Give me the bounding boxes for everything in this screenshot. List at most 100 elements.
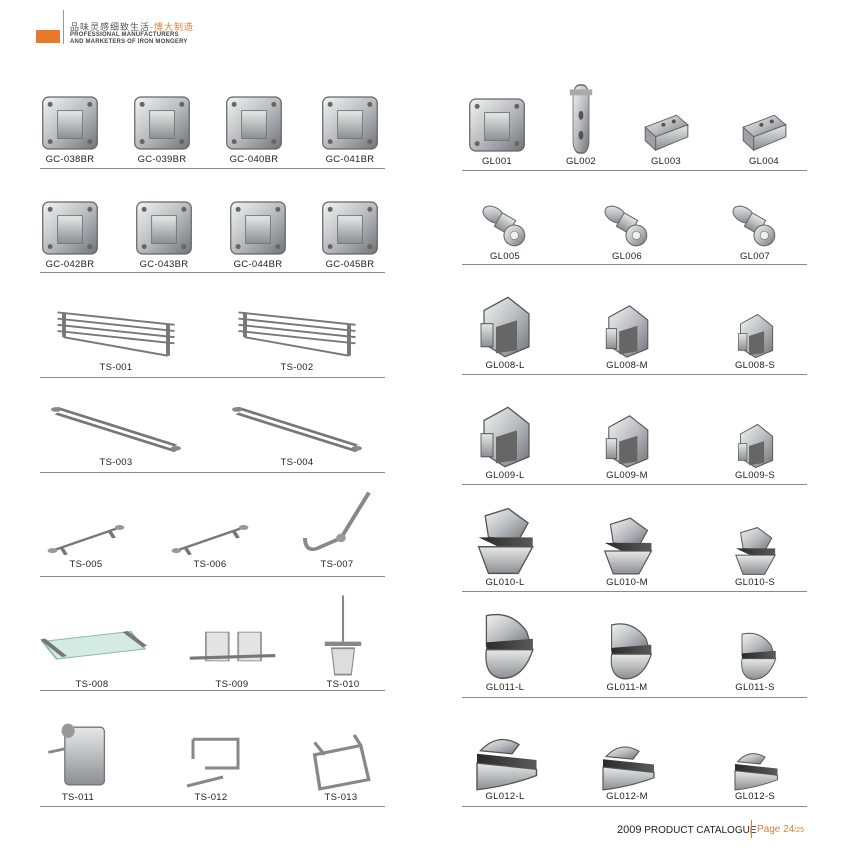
right-product-image — [734, 422, 777, 470]
right-product-code: GL008-L — [485, 360, 525, 371]
left-product-image — [51, 399, 181, 457]
left-product-image — [39, 197, 101, 259]
left-product-image — [297, 489, 377, 559]
left-product-image — [46, 517, 126, 559]
right-product-image — [599, 515, 656, 577]
left-product-image — [45, 720, 111, 792]
right-product-image — [729, 199, 781, 251]
right-product-code: GL004 — [748, 156, 780, 167]
footer-catalogue: 2009 PRODUCT CATALOGUE — [617, 824, 757, 836]
left-product-code: TS-012 — [194, 792, 228, 803]
right-product-image — [640, 108, 692, 156]
rule — [40, 690, 385, 691]
right-product-code: GL006 — [611, 251, 643, 262]
rule — [462, 697, 807, 698]
footer-page-total: /25 — [794, 827, 804, 834]
left-product-code: TS-009 — [215, 679, 249, 690]
right-product-image — [601, 620, 654, 682]
right-product-image — [734, 312, 777, 360]
left-product-image — [39, 92, 101, 154]
header-slogan-main: 品味灵感细致生活 — [70, 22, 151, 32]
left-product-code: GC-040BR — [229, 154, 279, 165]
right-product-image — [733, 630, 778, 682]
left-product-image — [181, 732, 241, 792]
left-product-code: TS-003 — [99, 457, 133, 468]
right-product-code: GL009-M — [606, 470, 648, 481]
right-product-code: GL010-L — [485, 577, 525, 588]
right-product-code: GL010-M — [606, 577, 648, 588]
rule — [40, 576, 385, 577]
right-product-code: GL007 — [739, 251, 771, 262]
right-product-code: GL003 — [650, 156, 682, 167]
left-product-image — [133, 197, 195, 259]
rule — [40, 806, 385, 807]
footer-year: 2009 — [617, 824, 642, 836]
left-product-code: TS-005 — [69, 559, 103, 570]
header-divider — [63, 10, 64, 44]
right-product-code: GL008-S — [734, 360, 776, 371]
header-tagline-2: AND MARKETERS OF IRON MONGERY — [70, 39, 188, 45]
right-product-code: GL009-L — [485, 470, 525, 481]
left-product-code: TS-013 — [324, 792, 358, 803]
rule — [462, 374, 807, 375]
left-product-code: TS-010 — [326, 679, 360, 690]
brand-tag — [36, 30, 60, 43]
right-product-code: GL011-L — [485, 682, 525, 693]
rule — [40, 472, 385, 473]
footer-page: Page 24/25 — [757, 824, 804, 835]
right-product-image — [561, 82, 601, 156]
left-product-code: TS-004 — [280, 457, 314, 468]
rule — [462, 806, 807, 807]
left-product-image — [317, 591, 369, 679]
left-product-code: TS-008 — [75, 679, 109, 690]
right-product-image — [738, 108, 790, 156]
right-product-image — [470, 729, 540, 791]
left-product-image — [319, 197, 381, 259]
right-product-image — [472, 505, 538, 577]
left-product-image — [232, 399, 362, 457]
left-product-image — [223, 92, 285, 154]
left-product-code: GC-038BR — [45, 154, 95, 165]
rule — [462, 484, 807, 485]
right-product-code: GL005 — [489, 251, 521, 262]
right-product-image — [475, 404, 535, 470]
rule — [40, 377, 385, 378]
left-product-image — [170, 517, 250, 559]
header-slogan: 品味灵感细致生活-博大制造 — [70, 20, 194, 33]
right-product-code: GL011-S — [735, 682, 775, 693]
right-product-code: GL011-M — [606, 682, 648, 693]
left-product-image — [308, 730, 374, 792]
right-product-code: GL012-L — [485, 791, 525, 802]
right-product-code: GL009-S — [734, 470, 776, 481]
left-product-image — [37, 629, 147, 679]
left-product-code: GC-041BR — [325, 154, 375, 165]
right-product-image — [466, 94, 528, 156]
left-product-image — [51, 300, 181, 362]
right-product-image — [601, 413, 653, 470]
left-product-code: GC-043BR — [139, 259, 189, 270]
right-product-code: GL012-S — [734, 791, 776, 802]
left-product-code: TS-006 — [193, 559, 227, 570]
right-product-image — [479, 199, 531, 251]
right-product-image — [475, 294, 535, 360]
left-product-image — [319, 92, 381, 154]
rule — [462, 170, 807, 171]
right-product-code: GL010-S — [734, 577, 776, 588]
right-product-image — [601, 199, 653, 251]
header-slogan-accent: -博大制造 — [150, 22, 195, 32]
right-product-code: GL008-M — [606, 360, 648, 371]
left-product-code: TS-007 — [320, 559, 354, 570]
right-product-image — [474, 610, 536, 682]
left-product-code: TS-011 — [61, 792, 95, 803]
right-product-code: GL012-M — [606, 791, 648, 802]
right-product-image — [601, 303, 653, 360]
left-product-image — [232, 300, 362, 362]
footer-divider — [751, 820, 752, 838]
left-product-code: TS-001 — [99, 362, 133, 373]
footer-page-number: Page 24 — [757, 824, 795, 835]
rule — [40, 168, 385, 169]
left-product-image — [227, 197, 289, 259]
right-product-code: GL002 — [565, 156, 597, 167]
left-product-code: GC-044BR — [233, 259, 283, 270]
right-product-image — [730, 746, 780, 791]
